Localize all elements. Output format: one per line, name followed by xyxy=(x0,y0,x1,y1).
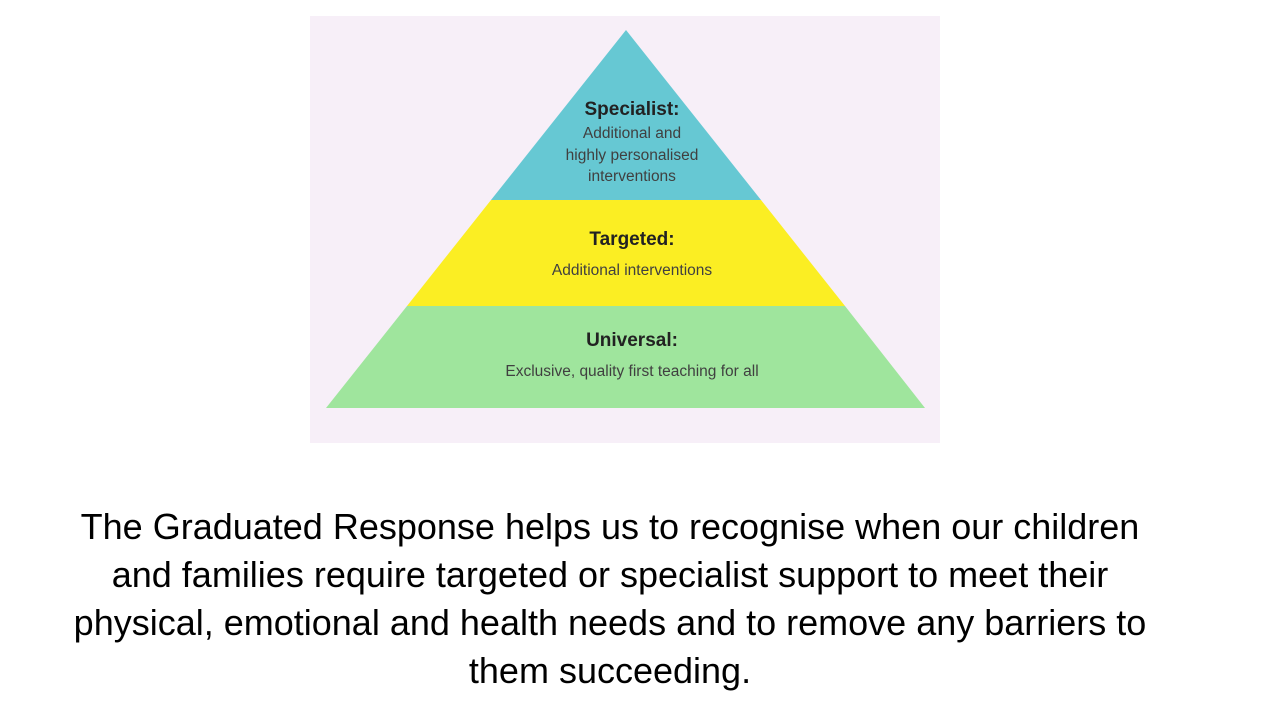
caption-text: The Graduated Response helps us to recog… xyxy=(20,503,1200,695)
caption-line-4: them succeeding. xyxy=(468,650,752,691)
caption-line-1: The Graduated Response helps us to recog… xyxy=(80,506,1140,547)
universal-description: Exclusive, quality first teaching for al… xyxy=(505,363,758,380)
targeted-tier xyxy=(407,200,845,306)
caption-line-2: and families require targeted or special… xyxy=(111,554,1109,595)
caption-line-3: physical, emotional and health needs and… xyxy=(73,602,1147,643)
specialist-description-line-1: Additional and xyxy=(583,125,681,142)
specialist-description-line-2: highly personalised xyxy=(566,147,699,164)
targeted-description: Additional interventions xyxy=(552,262,713,279)
specialist-tier xyxy=(491,30,761,200)
graduated-response-pyramid: Specialist: Additional and highly person… xyxy=(326,30,925,408)
targeted-title: Targeted: xyxy=(589,229,674,250)
universal-title: Universal: xyxy=(586,330,678,351)
pyramid-figure: Specialist: Additional and highly person… xyxy=(310,16,940,443)
specialist-description-line-3: interventions xyxy=(588,168,676,185)
universal-tier xyxy=(326,306,925,408)
specialist-title: Specialist: xyxy=(584,99,679,120)
